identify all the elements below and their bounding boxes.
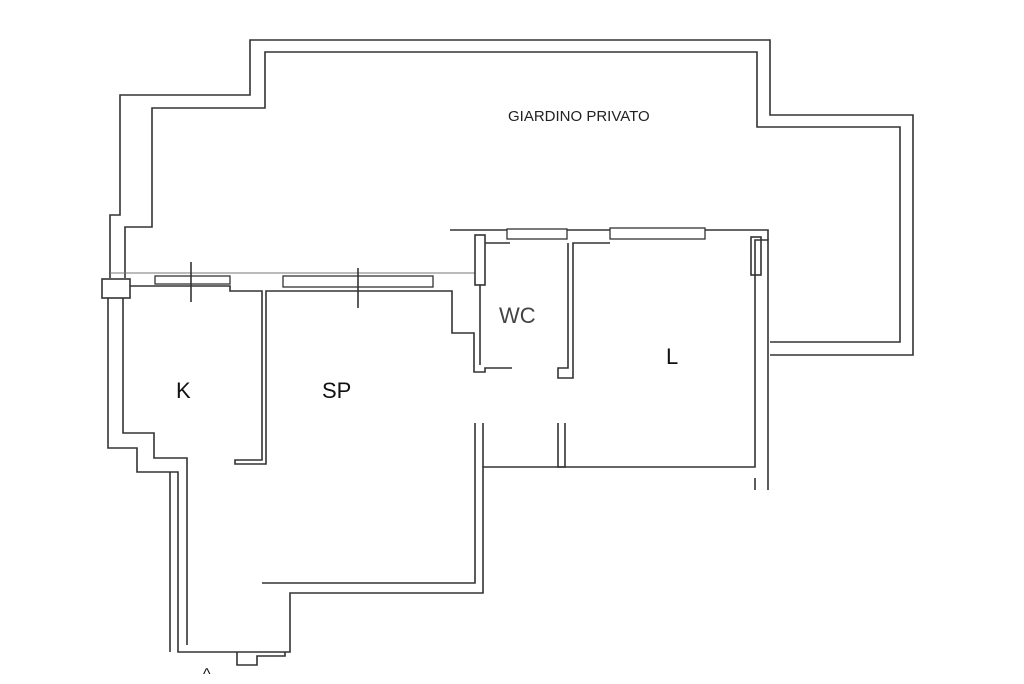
garden-label: GIARDINO PRIVATO <box>508 108 650 125</box>
room-label-kitchen: K <box>176 378 191 403</box>
room-label-living-dining: SP <box>322 378 352 403</box>
room-label-bathroom: WC <box>499 303 536 328</box>
room-label-bedroom: L <box>666 344 679 369</box>
windows <box>154 227 706 308</box>
garden-boundary <box>109 39 914 356</box>
entrance-marker: ^ <box>203 666 211 683</box>
apartment-walls <box>101 229 769 666</box>
